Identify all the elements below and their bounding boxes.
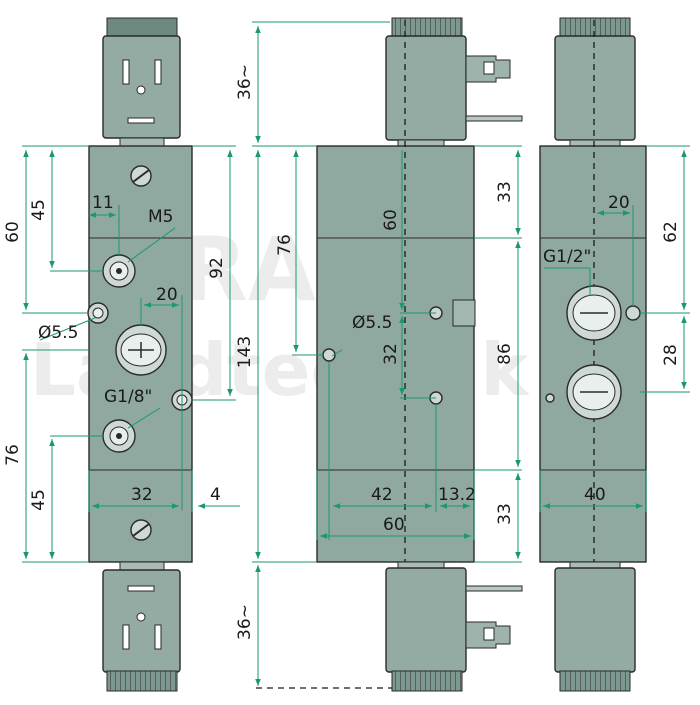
middle-top-terminal	[483, 61, 495, 75]
right-g12-port-bottom	[566, 364, 622, 420]
right-dim-20: 20	[608, 193, 630, 213]
left-dim-m5: M5	[148, 207, 173, 227]
middle-dim-32: 32	[381, 343, 401, 365]
left-top-knurl	[106, 17, 178, 39]
middle-bottom-coil	[385, 567, 467, 673]
middle-dim-33-bottom: 33	[495, 503, 515, 525]
left-screw-bottom	[130, 519, 152, 541]
left-dim-92: 92	[207, 257, 227, 279]
right-dim-g1-2: G1/2"	[543, 247, 591, 267]
middle-dim-143: 143	[235, 336, 255, 368]
left-bottom-pin-bar	[127, 585, 155, 592]
middle-dim-36-bottom: 36~	[235, 604, 255, 640]
right-bottom-collar	[569, 561, 621, 569]
left-top-pin1	[122, 59, 130, 85]
left-view: 60 45 11 M5 92 20 Ø5.5 G1/8" 76 45 32 4	[3, 17, 240, 692]
left-dim-20: 20	[156, 285, 178, 305]
left-top-pin2	[154, 59, 162, 85]
left-bottom-pin1	[122, 624, 130, 650]
middle-view: 36~ 143 36~ 76 60 Ø5.5 32 33 86 33 42 13…	[235, 17, 523, 692]
middle-dim-33-top: 33	[495, 181, 515, 203]
right-dim-28: 28	[661, 344, 681, 366]
left-dim-11: 11	[92, 193, 114, 213]
left-bottom-pin2	[154, 624, 162, 650]
left-dim-d5-5: Ø5.5	[38, 323, 78, 343]
middle-bottom-collar	[397, 561, 445, 569]
middle-dim-76: 76	[275, 234, 295, 256]
middle-dimensions	[252, 21, 522, 686]
right-hole-1	[625, 305, 641, 321]
left-dimensions	[22, 145, 240, 563]
right-bottom-knurl	[559, 670, 631, 692]
left-dim-60: 60	[3, 221, 23, 243]
right-top-collar	[569, 139, 621, 147]
middle-top-coil	[385, 35, 467, 141]
middle-dim-42: 42	[371, 485, 393, 505]
left-g18-port	[102, 419, 136, 453]
left-bottom-collar	[119, 561, 165, 571]
middle-valve-body	[316, 145, 475, 563]
left-mount-hole-1	[87, 302, 109, 324]
right-hole-2	[545, 393, 555, 403]
left-top-pin3	[136, 85, 146, 95]
left-bottom-pin3	[136, 612, 146, 622]
middle-dim-86: 86	[495, 343, 515, 365]
left-dim-45-bottom: 45	[29, 489, 49, 511]
left-main-port	[115, 324, 167, 376]
right-bottom-coil	[554, 567, 636, 673]
right-g12-port-top	[566, 285, 622, 341]
left-dim-76: 76	[3, 444, 23, 466]
left-dim-4: 4	[210, 485, 221, 505]
middle-bottom-terminal	[483, 627, 495, 641]
right-dimensions	[539, 145, 690, 512]
right-dim-40: 40	[584, 485, 606, 505]
left-screw-top	[130, 165, 152, 187]
middle-dim-d5-5: Ø5.5	[352, 313, 392, 333]
middle-bottom-knurl	[391, 670, 463, 692]
left-top-pin-bar	[127, 117, 155, 124]
middle-dim-36-top: 36~	[235, 64, 255, 100]
left-dim-45-top: 45	[29, 199, 49, 221]
left-dim-32: 32	[131, 485, 153, 505]
left-bottom-knurl	[106, 670, 178, 692]
middle-dim-60-horiz: 60	[383, 515, 405, 535]
left-top-collar	[119, 137, 165, 147]
middle-side-block	[452, 299, 476, 327]
middle-dim-60-vert: 60	[381, 209, 401, 231]
right-top-knurl	[559, 17, 631, 39]
left-dim-g1-8: G1/8"	[104, 387, 152, 407]
middle-bottom-tab	[465, 585, 523, 592]
middle-dim-13-2: 13.2	[438, 485, 476, 505]
right-top-coil	[554, 35, 636, 141]
middle-top-tab	[465, 115, 523, 122]
middle-top-knurl	[391, 17, 463, 39]
right-dim-62: 62	[661, 221, 681, 243]
right-view: 20 62 G1/2" 28 40	[539, 17, 690, 692]
